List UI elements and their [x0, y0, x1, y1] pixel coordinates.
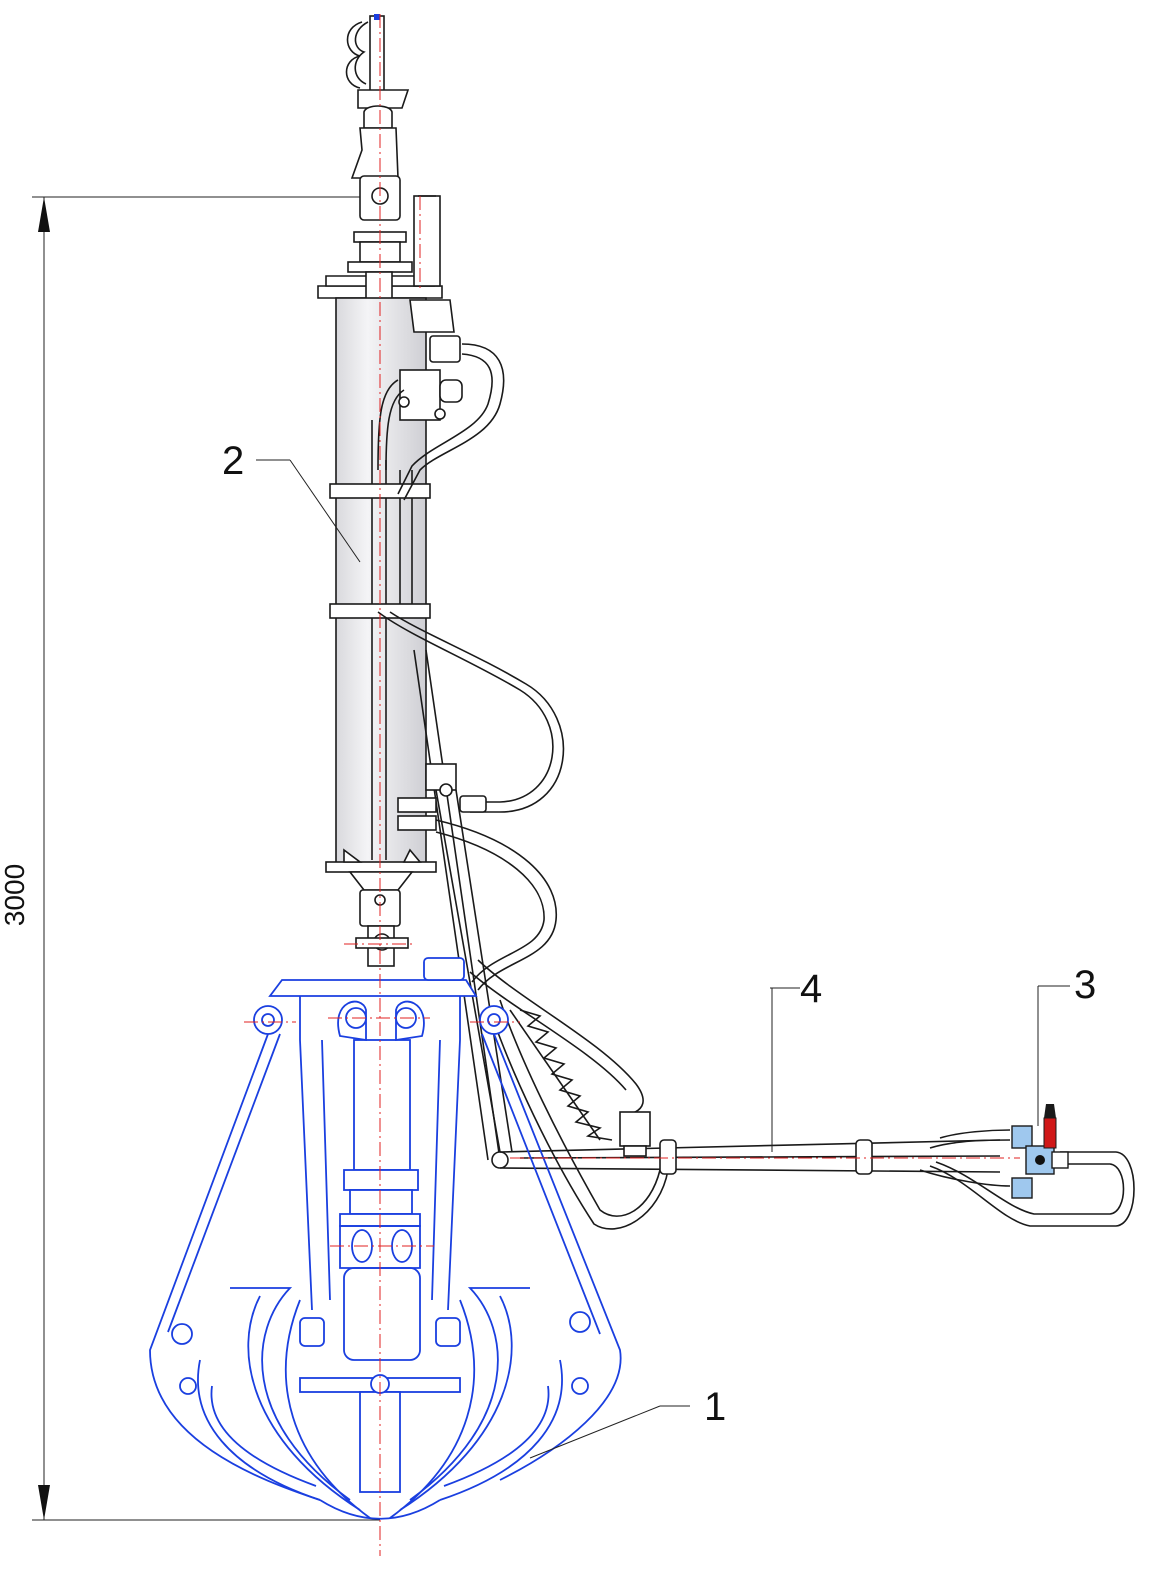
callout-4-label: 4 [800, 967, 822, 1011]
callout-3-label: 3 [1074, 963, 1096, 1007]
control-valve [1011, 1104, 1069, 1199]
callout-3: 3 [1037, 963, 1096, 1126]
callout-1-label: 1 [704, 1385, 726, 1429]
dimension-label: 3000 [0, 864, 30, 926]
valve-block-top [377, 195, 505, 501]
orange-peel-grab [149, 957, 622, 1520]
callout-2: 2 [222, 439, 361, 563]
callout-2-label: 2 [222, 439, 244, 483]
top-suspension [317, 14, 443, 327]
link-bar [397, 649, 513, 1161]
hydraulic-hoses [377, 611, 669, 1230]
callout-4: 4 [770, 967, 822, 1152]
hydraulic-cylinder [325, 297, 437, 967]
callout-1: 1 [529, 1385, 726, 1459]
centerlines [244, 14, 1020, 1556]
overall-height-dimension: 3000 [0, 196, 380, 1521]
